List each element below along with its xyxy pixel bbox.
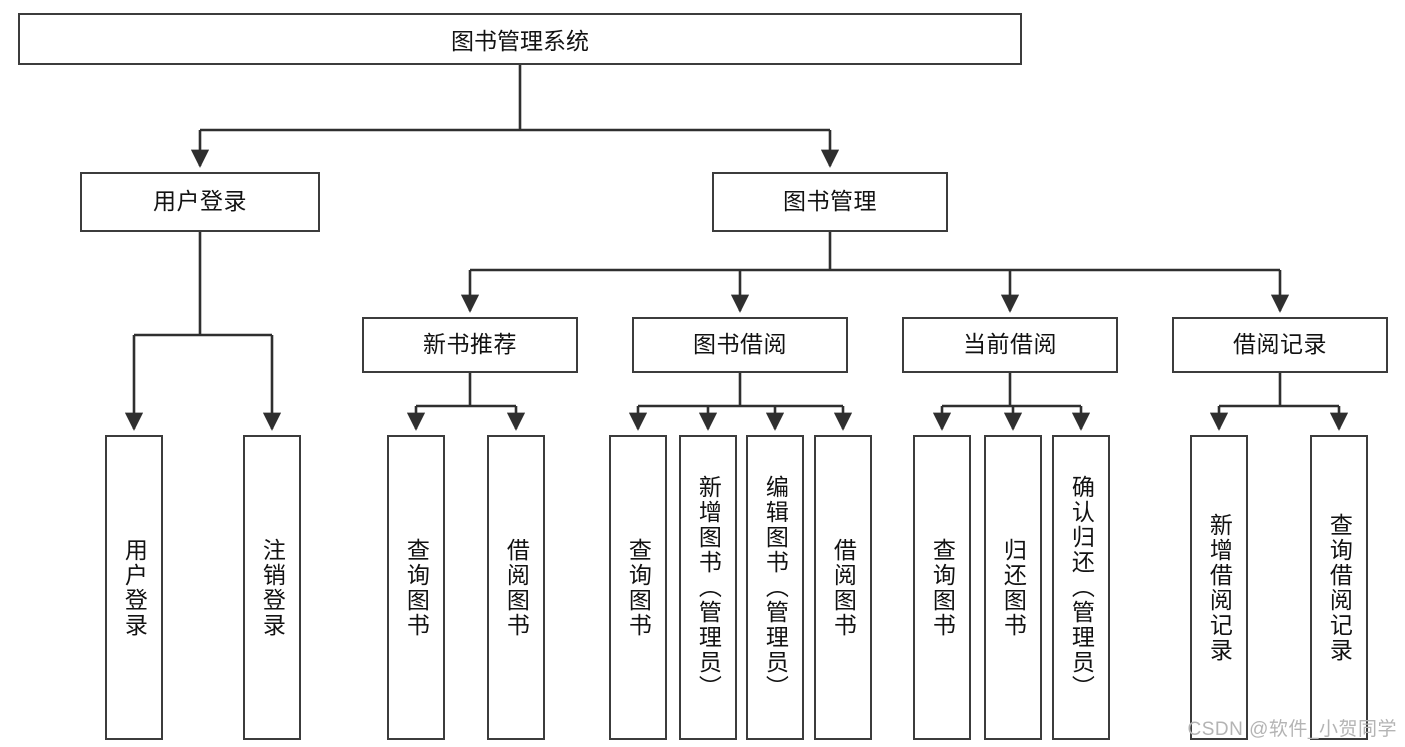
node-leaf-add-book[interactable]: 新增图书（管理员） — [679, 435, 737, 740]
node-borrow-record[interactable]: 借阅记录 — [1172, 317, 1388, 373]
node-leaf-query-book-c[interactable]: 查询图书 — [913, 435, 971, 740]
node-leaf-query-book-a[interactable]: 查询图书 — [387, 435, 445, 740]
node-leaf-query-record[interactable]: 查询借阅记录 — [1310, 435, 1368, 740]
node-borrow-record-label: 借阅记录 — [1233, 331, 1327, 358]
node-leaf-query-book-c-label: 查询图书 — [929, 537, 956, 638]
node-leaf-borrow-book-b-label: 借阅图书 — [830, 537, 857, 638]
node-book-borrow[interactable]: 图书借阅 — [632, 317, 848, 373]
node-user-login-label: 用户登录 — [153, 188, 247, 215]
node-leaf-user-login[interactable]: 用户登录 — [105, 435, 163, 740]
node-leaf-user-logout[interactable]: 注销登录 — [243, 435, 301, 740]
node-leaf-add-record-label: 新增借阅记录 — [1206, 512, 1233, 663]
node-leaf-user-login-label: 用户登录 — [121, 537, 148, 638]
node-new-book-rec[interactable]: 新书推荐 — [362, 317, 578, 373]
node-leaf-borrow-book-a-label: 借阅图书 — [503, 537, 530, 638]
node-root-label: 图书管理系统 — [451, 28, 589, 54]
node-leaf-borrow-book-b[interactable]: 借阅图书 — [814, 435, 872, 740]
node-leaf-return-book[interactable]: 归还图书 — [984, 435, 1042, 740]
node-book-manage[interactable]: 图书管理 — [712, 172, 948, 232]
node-leaf-query-book-b[interactable]: 查询图书 — [609, 435, 667, 740]
node-leaf-query-book-b-label: 查询图书 — [625, 537, 652, 638]
node-root-system[interactable]: 图书管理系统 — [18, 13, 1022, 65]
node-user-login[interactable]: 用户登录 — [80, 172, 320, 232]
node-leaf-edit-book[interactable]: 编辑图书（管理员） — [746, 435, 804, 740]
node-current-borrow[interactable]: 当前借阅 — [902, 317, 1118, 373]
node-leaf-edit-book-label: 编辑图书（管理员） — [762, 475, 789, 700]
node-leaf-confirm-return-label: 确认归还（管理员） — [1068, 475, 1095, 700]
node-leaf-query-record-label: 查询借阅记录 — [1326, 512, 1353, 663]
node-leaf-borrow-book-a[interactable]: 借阅图书 — [487, 435, 545, 740]
csdn-watermark: CSDN @软件_小贺同学 — [1187, 719, 1397, 740]
node-current-borrow-label: 当前借阅 — [963, 331, 1057, 358]
node-book-manage-label: 图书管理 — [783, 188, 877, 215]
node-leaf-query-book-a-label: 查询图书 — [403, 537, 430, 638]
node-leaf-return-book-label: 归还图书 — [1000, 537, 1027, 638]
node-leaf-confirm-return[interactable]: 确认归还（管理员） — [1052, 435, 1110, 740]
node-leaf-user-logout-label: 注销登录 — [259, 537, 286, 638]
node-book-borrow-label: 图书借阅 — [693, 331, 787, 358]
node-leaf-add-book-label: 新增图书（管理员） — [695, 475, 722, 700]
node-leaf-add-record[interactable]: 新增借阅记录 — [1190, 435, 1248, 740]
node-new-book-rec-label: 新书推荐 — [423, 331, 517, 358]
